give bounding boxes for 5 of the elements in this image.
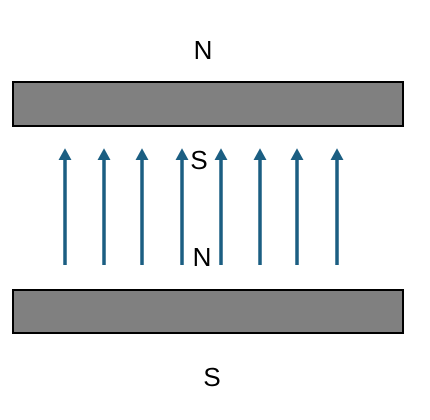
pole-label: S xyxy=(192,150,206,170)
pole-label: N xyxy=(194,248,210,266)
magnet-bar xyxy=(12,289,404,334)
magnet-bar xyxy=(12,81,404,127)
pole-label: S xyxy=(204,368,220,386)
